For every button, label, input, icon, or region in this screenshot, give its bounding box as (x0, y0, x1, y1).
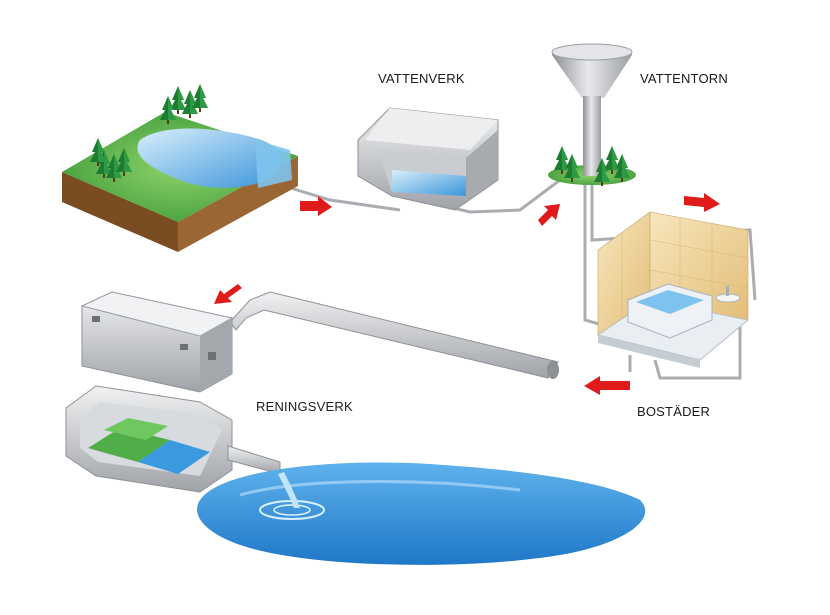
housing-bathroom (598, 212, 748, 368)
lake-terrain-icon (62, 84, 298, 252)
label-treatment-plant: RENINGSVERK (256, 399, 353, 414)
flow-arrow-icon (214, 284, 242, 304)
pipe-sewer (230, 292, 559, 379)
label-housing: BOSTÄDER (637, 404, 710, 419)
label-waterworks: VATTENVERK (378, 71, 465, 86)
treatment-plant (66, 292, 280, 492)
receiving-lake (197, 463, 645, 565)
flow-arrow-icon (584, 376, 630, 395)
flow-arrow-icon (684, 193, 720, 212)
label-water-tower: VATTENTORN (640, 71, 728, 86)
flow-arrow-icon (538, 204, 560, 226)
water-tower (548, 44, 636, 186)
waterworks-building (358, 108, 498, 210)
